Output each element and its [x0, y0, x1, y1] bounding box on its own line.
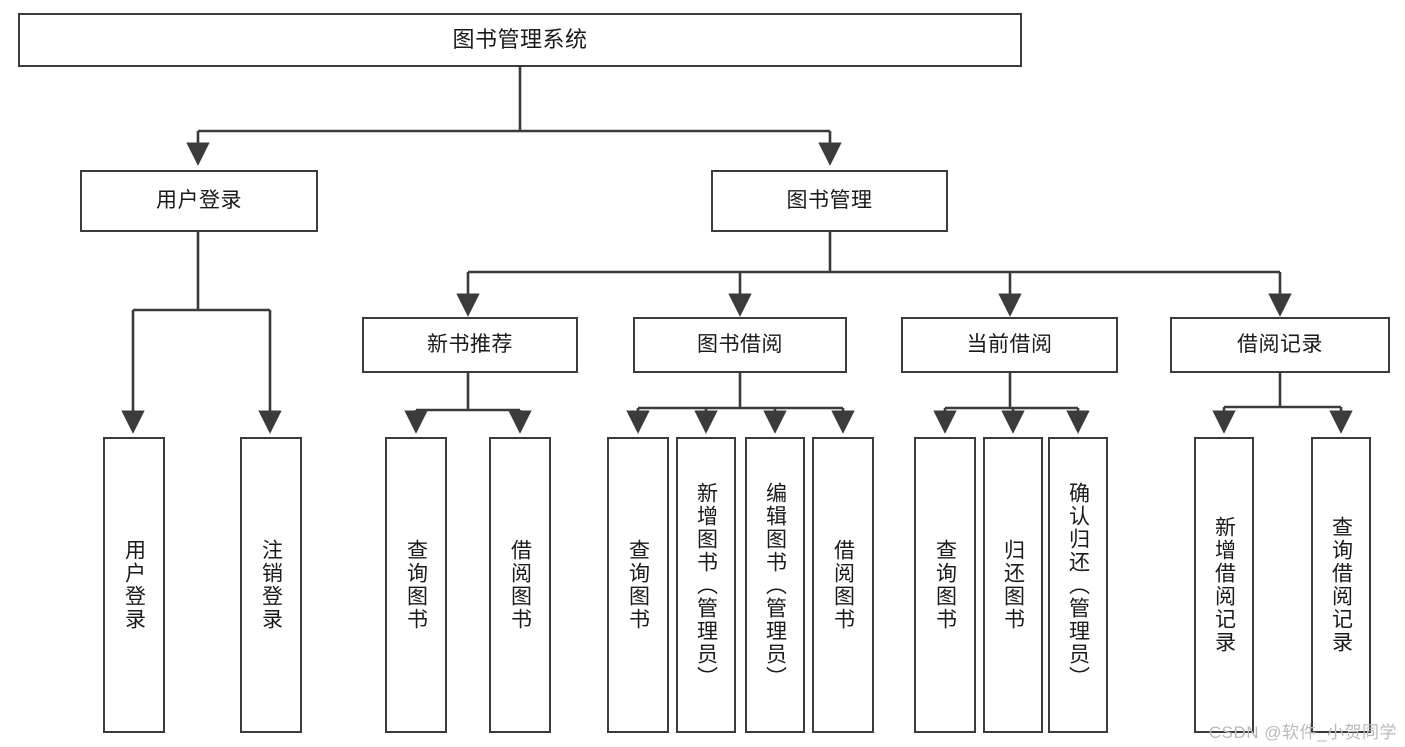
node-label: 查询图书 — [626, 539, 650, 631]
leaf-query-book-2[interactable]: 查询图书 — [607, 437, 669, 733]
node-label: 图书管理 — [786, 189, 873, 213]
node-label: 图书管理系统 — [452, 26, 588, 52]
leaf-add-book-admin[interactable]: 新增图书（管理员） — [676, 437, 736, 733]
leaf-edit-book-admin[interactable]: 编辑图书（管理员） — [745, 437, 805, 733]
node-label: 查询图书 — [404, 539, 428, 631]
leaf-borrow-book-1[interactable]: 借阅图书 — [489, 437, 551, 733]
node-label: 查询图书 — [933, 539, 957, 631]
leaf-add-borrow-record[interactable]: 新增借阅记录 — [1194, 437, 1254, 733]
leaf-confirm-return-admin[interactable]: 确认归还（管理员） — [1048, 437, 1108, 733]
node-book-management[interactable]: 图书管理 — [711, 170, 948, 232]
node-label: 新书推荐 — [427, 333, 513, 357]
node-root-system[interactable]: 图书管理系统 — [18, 13, 1022, 67]
node-label: 图书借阅 — [697, 333, 783, 357]
node-label: 确认归还（管理员） — [1066, 481, 1090, 689]
node-label: 借阅图书 — [831, 539, 855, 631]
node-label: 用户登录 — [156, 189, 242, 213]
node-current-borrow[interactable]: 当前借阅 — [901, 317, 1118, 373]
leaf-query-borrow-record[interactable]: 查询借阅记录 — [1311, 437, 1371, 733]
node-user-login[interactable]: 用户登录 — [80, 170, 318, 232]
node-label: 归还图书 — [1001, 539, 1025, 631]
leaf-logout-login[interactable]: 注销登录 — [240, 437, 302, 733]
leaf-user-login[interactable]: 用户登录 — [103, 437, 165, 733]
node-label: 注销登录 — [259, 539, 283, 631]
node-new-book-recommend[interactable]: 新书推荐 — [362, 317, 578, 373]
node-label: 借阅图书 — [508, 539, 532, 631]
node-label: 编辑图书（管理员） — [763, 481, 787, 689]
node-label: 新增图书（管理员） — [694, 481, 718, 689]
leaf-return-book[interactable]: 归还图书 — [983, 437, 1043, 733]
node-borrow-record[interactable]: 借阅记录 — [1170, 317, 1390, 373]
leaf-query-book-1[interactable]: 查询图书 — [385, 437, 447, 733]
node-book-borrow[interactable]: 图书借阅 — [633, 317, 847, 373]
node-label: 新增借阅记录 — [1212, 516, 1236, 654]
watermark: CSDN @软件_小贺同学 — [1208, 723, 1397, 742]
node-label: 当前借阅 — [966, 333, 1053, 357]
leaf-borrow-book-2[interactable]: 借阅图书 — [812, 437, 874, 733]
node-label: 借阅记录 — [1237, 333, 1323, 357]
node-label: 查询借阅记录 — [1329, 516, 1353, 654]
node-label: 用户登录 — [122, 539, 146, 631]
leaf-query-book-3[interactable]: 查询图书 — [914, 437, 976, 733]
